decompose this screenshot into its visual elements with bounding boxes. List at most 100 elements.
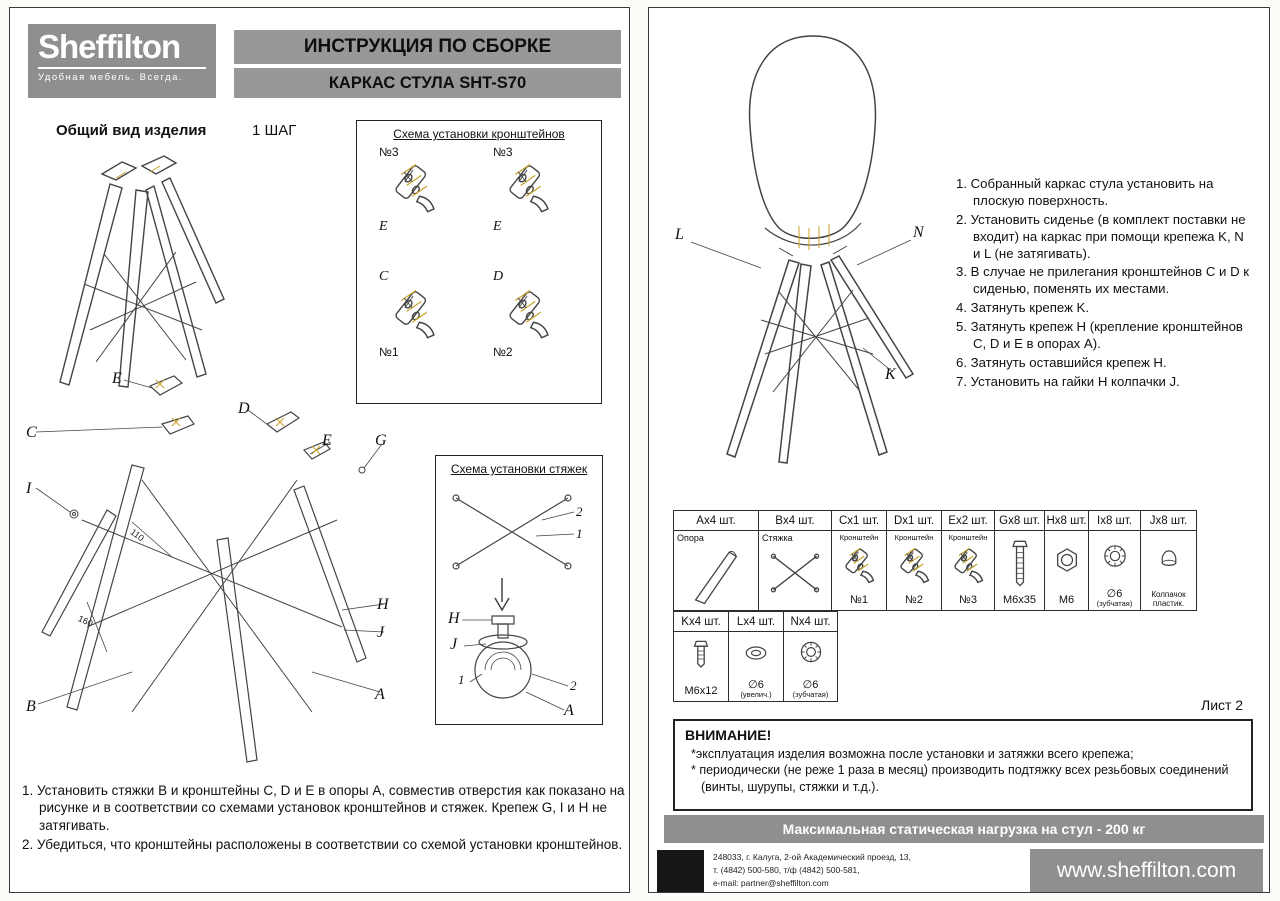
footer-logo-box	[657, 850, 704, 892]
part-label-b: B	[26, 698, 36, 715]
sheet-number: Лист 2	[1201, 697, 1244, 713]
leg-icon	[685, 545, 747, 607]
tie-label-2: 2	[570, 678, 577, 693]
part-subnote: (увелич.)	[740, 689, 772, 699]
bracket-scheme-box: Схема установки кронштейнов №3 E №3 E C …	[356, 120, 602, 404]
exploded-view-drawing	[12, 370, 452, 780]
part-name: Кронштейн	[948, 533, 988, 542]
part-label-a: A	[375, 686, 385, 703]
part-label-l: L	[675, 226, 684, 243]
part-qty: Lx4 шт.	[728, 611, 784, 632]
instruction-item: 7. Установить на гайки H колпачки J.	[956, 373, 1180, 389]
attention-title: ВНИМАНИЕ!	[685, 727, 772, 743]
part-qty: Ix8 шт.	[1088, 510, 1141, 531]
part-note: ∅6	[748, 678, 764, 691]
part-qty: Hx8 шт.	[1044, 510, 1089, 531]
part-cell-washer-large: ∅6 (увелич.)	[728, 631, 784, 702]
part-note: M6	[1058, 594, 1075, 607]
page-left: Sheffilton Удобная мебель. Всегда. ИНСТР…	[9, 7, 630, 893]
tie-scheme-box: Схема установки стяжек	[435, 455, 603, 725]
instruction-item: 1. Собранный каркас стула установить на …	[956, 176, 1214, 208]
tie-scheme-title: Схема установки стяжек	[450, 462, 588, 476]
max-load-banner: Максимальная статическая нагрузка на сту…	[664, 815, 1264, 843]
bracket-icon	[838, 545, 880, 587]
part-label-d: D	[238, 400, 250, 417]
part-note: №1	[850, 594, 868, 607]
bracket-label-top: №3	[379, 145, 399, 159]
brand-name: Sheffilton	[38, 28, 181, 65]
bracket-label-bottom: №2	[493, 345, 513, 359]
bracket-icon	[893, 545, 935, 587]
assembled-chair-view: L N K	[661, 20, 961, 478]
bracket-label-top: D	[493, 269, 504, 284]
bracket-icon	[385, 286, 443, 344]
part-qty: Ex2 шт.	[941, 510, 995, 531]
part-cell-nut-m6: M6	[1044, 530, 1089, 611]
part-label-g: G	[375, 432, 387, 449]
part-qty: Gx8 шт.	[994, 510, 1045, 531]
part-name: Кронштейн	[894, 533, 934, 542]
instruction-item: 2. Установить сиденье (в комплект постав…	[956, 211, 1246, 261]
part-label-e: E	[112, 370, 122, 387]
tie-icon	[767, 545, 823, 601]
part-label-e: E	[322, 432, 332, 449]
toothed-washer-icon	[1098, 539, 1132, 573]
nut-icon	[1050, 543, 1084, 577]
part-cell-bracket1: Кронштейн №1	[831, 530, 887, 611]
part-label-i: I	[26, 480, 32, 497]
step2-instructions: 1. Собранный каркас стула установить на …	[956, 176, 1254, 393]
part-subnote: (зубчатая)	[792, 689, 829, 699]
bracket-icon	[385, 160, 443, 218]
toothed-washer-icon	[795, 636, 827, 668]
footer: 248033, г. Калуга, 2-ой Академический пр…	[649, 848, 1269, 892]
part-note: №2	[905, 594, 923, 607]
bracket-diagram: №3 E	[479, 143, 593, 267]
address-line: т. (4842) 500-580, т/ф (4842) 500-581,	[713, 865, 860, 876]
part-qty: Cx1 шт.	[831, 510, 887, 531]
part-note: №3	[959, 594, 977, 607]
page-right: L N K 1. Собранный каркас стула установи…	[648, 7, 1270, 893]
part-name: Опора	[677, 533, 704, 543]
part-qty: Nx4 шт.	[783, 611, 838, 632]
part-cell-cap: Колпачок пластик.	[1140, 530, 1197, 611]
part-label-j: J	[377, 624, 385, 641]
brand-tagline: Удобная мебель. Всегда.	[38, 71, 184, 83]
bracket-label-top: C	[379, 269, 389, 284]
general-view-label: Общий вид изделия	[56, 122, 207, 139]
part-qty: Ax4 шт.	[673, 510, 759, 531]
tie-label-1: 1	[458, 672, 465, 687]
bracket-diagram: №3 E	[365, 143, 479, 267]
part-label-h: H	[377, 596, 389, 613]
part-note: ∅6	[1106, 587, 1123, 600]
bracket-scheme-title: Схема установки кронштейнов	[393, 127, 565, 141]
exploded-view: E C D E G I H J B A 110 160	[12, 370, 452, 780]
washer-icon	[739, 638, 773, 668]
bracket-diagram: C №1	[365, 267, 479, 391]
bolt-icon	[1007, 537, 1033, 589]
part-cell-bolt-m6x12: M6x12	[673, 631, 729, 702]
parts-table-2: Kx4 шт. Lx4 шт. Nx4 шт. M6x12 ∅6 (увелич…	[673, 611, 838, 702]
instruction-item: 6. Затянуть оставшийся крепеж H.	[956, 354, 1167, 370]
step1-instructions: 1. Установить стяжки B и кронштейны C, D…	[22, 782, 626, 855]
parts-table: Ax4 шт. Bx4 шт. Cx1 шт. Dx1 шт. Ex2 шт. …	[673, 510, 1197, 611]
part-note: ∅6	[802, 678, 819, 691]
attention-box: ВНИМАНИЕ! *эксплуатация изделия возможна…	[673, 719, 1253, 811]
bracket-icon	[947, 545, 989, 587]
assembled-chair-drawing	[661, 20, 961, 478]
bolt-icon	[689, 636, 713, 674]
cap-icon	[1152, 539, 1186, 573]
part-qty: Kx4 шт.	[673, 611, 729, 632]
instruction-item: 3. В случае не прилегания кронштейнов C …	[956, 264, 1250, 297]
chair-frame-drawing	[24, 134, 246, 402]
tie-label-j: J	[450, 636, 458, 653]
bracket-label-bottom: №1	[379, 345, 399, 359]
address-line: 248033, г. Калуга, 2-ой Академический пр…	[713, 852, 911, 862]
part-subnote: (зубчатая)	[1096, 598, 1133, 608]
tie-label-2: 2	[576, 504, 583, 519]
part-qty: Bx4 шт.	[758, 510, 832, 531]
instruction-item: 2. Убедиться, что кронштейны расположены…	[22, 836, 623, 852]
bracket-scheme-grid: №3 E №3 E C №1 D №2	[357, 141, 601, 397]
address-line: e-mail: partner@sheffilton.com	[713, 878, 829, 889]
part-label-c: C	[26, 424, 37, 441]
part-name: Стяжка	[762, 533, 793, 543]
